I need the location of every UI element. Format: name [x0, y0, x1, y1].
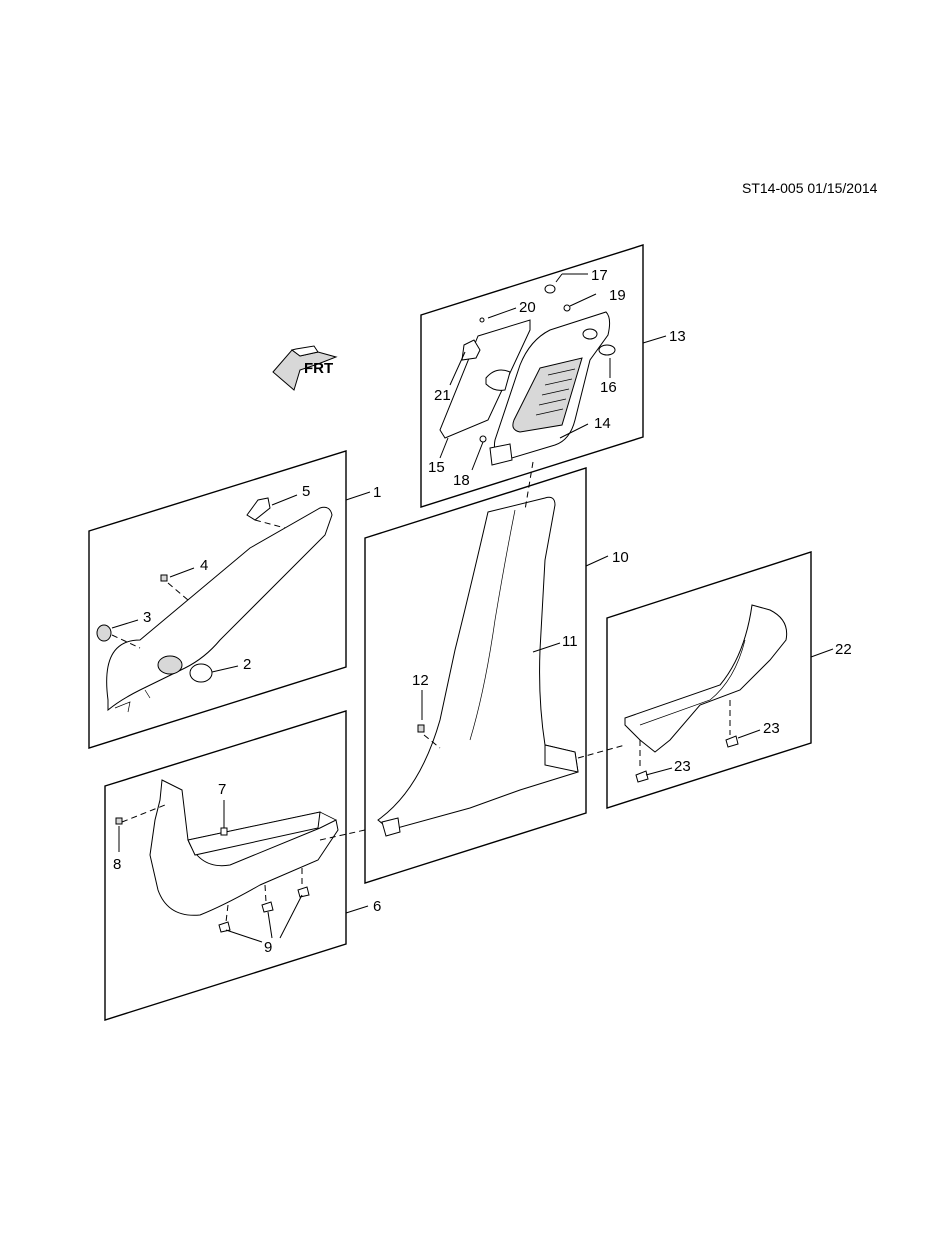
- frame-assembly-1: [88, 450, 347, 749]
- part-3-grommet: [96, 624, 112, 642]
- part-12-clip: [417, 724, 425, 733]
- part-20-screw: [479, 317, 485, 323]
- frame-assembly-22: [606, 551, 812, 809]
- callout-8: 8: [113, 856, 121, 873]
- callout-2: 2: [243, 656, 251, 673]
- part-14-pillar-upper-trim: [489, 311, 611, 466]
- part-17-nut: [544, 284, 556, 294]
- part-5-handle-bracket: [246, 497, 271, 521]
- callout-3: 3: [143, 609, 151, 626]
- part-23-clip-upper: [725, 735, 739, 748]
- callout-22: 22: [835, 641, 852, 658]
- callout-5: 5: [302, 483, 310, 500]
- frame-assembly-6: [104, 710, 347, 1021]
- frame-assembly-10: [364, 467, 587, 884]
- part-8-clip: [115, 817, 123, 825]
- callout-13: 13: [669, 328, 686, 345]
- callout-19: 19: [609, 287, 626, 304]
- part-19-screw: [563, 304, 571, 312]
- drawing-reference: ST14-005 01/15/2014: [742, 180, 878, 196]
- part-11-center-pillar-lower: [377, 496, 579, 837]
- part-1-pillar-trim: [106, 506, 333, 713]
- part-22-rear-sill-trim: [624, 604, 788, 753]
- callout-7: 7: [218, 781, 226, 798]
- part-23-clip-lower: [635, 770, 649, 783]
- callout-21: 21: [434, 387, 451, 404]
- callout-17: 17: [591, 267, 608, 284]
- front-direction-arrow-icon: FRT: [272, 345, 338, 391]
- callout-20: 20: [519, 299, 536, 316]
- part-7-clip: [220, 827, 228, 836]
- part-16-cap: [598, 344, 616, 356]
- part-2-cap: [189, 663, 213, 683]
- part-18-fastener: [479, 435, 487, 443]
- callout-15: 15: [428, 459, 445, 476]
- part-9-clip-a: [218, 921, 231, 933]
- part-15-pillar-panel: [439, 319, 531, 439]
- callout-23-upper: 23: [763, 720, 780, 737]
- part-9-clip-b: [261, 901, 274, 913]
- callout-16: 16: [600, 379, 617, 396]
- frt-label: FRT: [304, 360, 333, 377]
- part-9-clip-c: [297, 886, 310, 898]
- callout-18: 18: [453, 472, 470, 489]
- part-4-clip: [160, 574, 168, 582]
- callout-6: 6: [373, 898, 381, 915]
- callout-12: 12: [412, 672, 429, 689]
- callout-14: 14: [594, 415, 611, 432]
- callout-10: 10: [612, 549, 629, 566]
- callout-9: 9: [264, 939, 272, 956]
- frame-assembly-13: [420, 244, 644, 508]
- callout-1: 1: [373, 484, 381, 501]
- callout-11: 11: [562, 633, 578, 650]
- callout-4: 4: [200, 557, 208, 574]
- callout-23-lower: 23: [674, 758, 691, 775]
- part-6-front-sill-trim: [149, 779, 339, 916]
